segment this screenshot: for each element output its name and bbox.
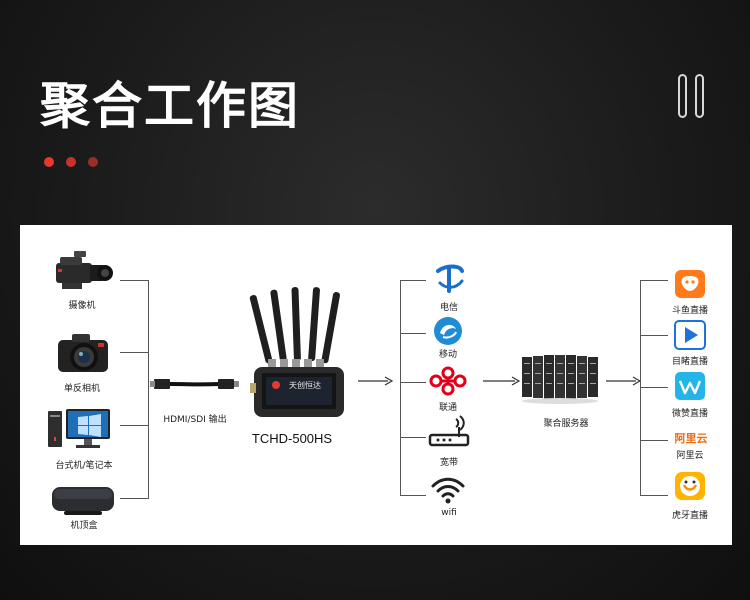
source-label: 台式机/笔记本 <box>55 461 113 471</box>
connector-line <box>120 280 148 281</box>
decorative-dots <box>44 157 98 167</box>
weizan-icon <box>675 372 705 400</box>
platform-label: 斗鱼直播 <box>671 306 709 316</box>
hdmi-cable-icon <box>150 379 239 389</box>
dot <box>44 157 54 167</box>
source-label: 摄像机 <box>68 301 96 311</box>
connector-line <box>148 280 149 499</box>
connector-line <box>120 425 148 426</box>
connector-line <box>120 352 148 353</box>
platform-label: 虎牙直播 <box>671 511 709 521</box>
connector-line <box>640 335 668 336</box>
connector-line <box>400 382 426 383</box>
china-unicom-icon <box>429 366 467 396</box>
connector-line <box>640 387 668 388</box>
camcorder-icon <box>56 251 113 289</box>
dot <box>66 157 76 167</box>
connector-line <box>640 280 641 496</box>
aliyun-icon: 阿里云 <box>674 432 708 445</box>
connector-line <box>400 437 426 438</box>
network-label: 移动 <box>438 350 458 360</box>
server-rack-icon <box>522 355 598 404</box>
network-label: 电信 <box>439 303 459 313</box>
connector-line <box>640 495 668 496</box>
connector-line <box>640 440 668 441</box>
dslr-camera-icon <box>58 334 108 372</box>
network-label: 宽带 <box>439 458 459 468</box>
source-label: 机顶盒 <box>70 521 98 531</box>
desktop-computer-icon <box>48 409 110 448</box>
source-label: 单反相机 <box>63 384 101 394</box>
arrow-right-icon <box>483 376 521 386</box>
douyu-icon <box>675 270 705 298</box>
encoder-device-icon <box>249 287 344 417</box>
connector-line <box>400 280 426 281</box>
platform-label: 微赞直播 <box>671 409 709 419</box>
set-top-box-icon <box>52 487 114 515</box>
china-telecom-icon <box>436 264 464 293</box>
pause-mark-icon <box>678 74 704 118</box>
dot <box>88 157 98 167</box>
network-label: 联通 <box>438 403 458 413</box>
arrow-right-icon <box>358 376 394 386</box>
huya-icon <box>675 472 705 500</box>
encoder-model-label: TCHD-500HS <box>251 431 333 446</box>
china-mobile-icon <box>434 317 462 345</box>
server-label: 聚合服务器 <box>543 419 589 429</box>
arrow-right-icon <box>606 376 642 386</box>
network-label: wifi <box>441 508 457 518</box>
cable-label: HDMI/SDI 输出 <box>163 415 227 425</box>
page-title: 聚合工作图 <box>40 77 300 135</box>
connector-line <box>120 498 148 499</box>
connector-line <box>400 333 426 334</box>
platform-label: 目睹直播 <box>671 357 709 367</box>
encoder-brand: 天创恒达 <box>289 381 321 390</box>
connector-line <box>400 495 426 496</box>
mudu-icon <box>674 320 706 350</box>
workflow-diagram: 摄像机 单反相机 台式机/笔记本 机顶盒 <box>20 225 732 545</box>
platform-label: 阿里云 <box>676 451 704 461</box>
router-icon <box>428 415 470 447</box>
connector-line <box>400 280 401 496</box>
connector-line <box>640 280 668 281</box>
wifi-icon <box>431 477 465 504</box>
